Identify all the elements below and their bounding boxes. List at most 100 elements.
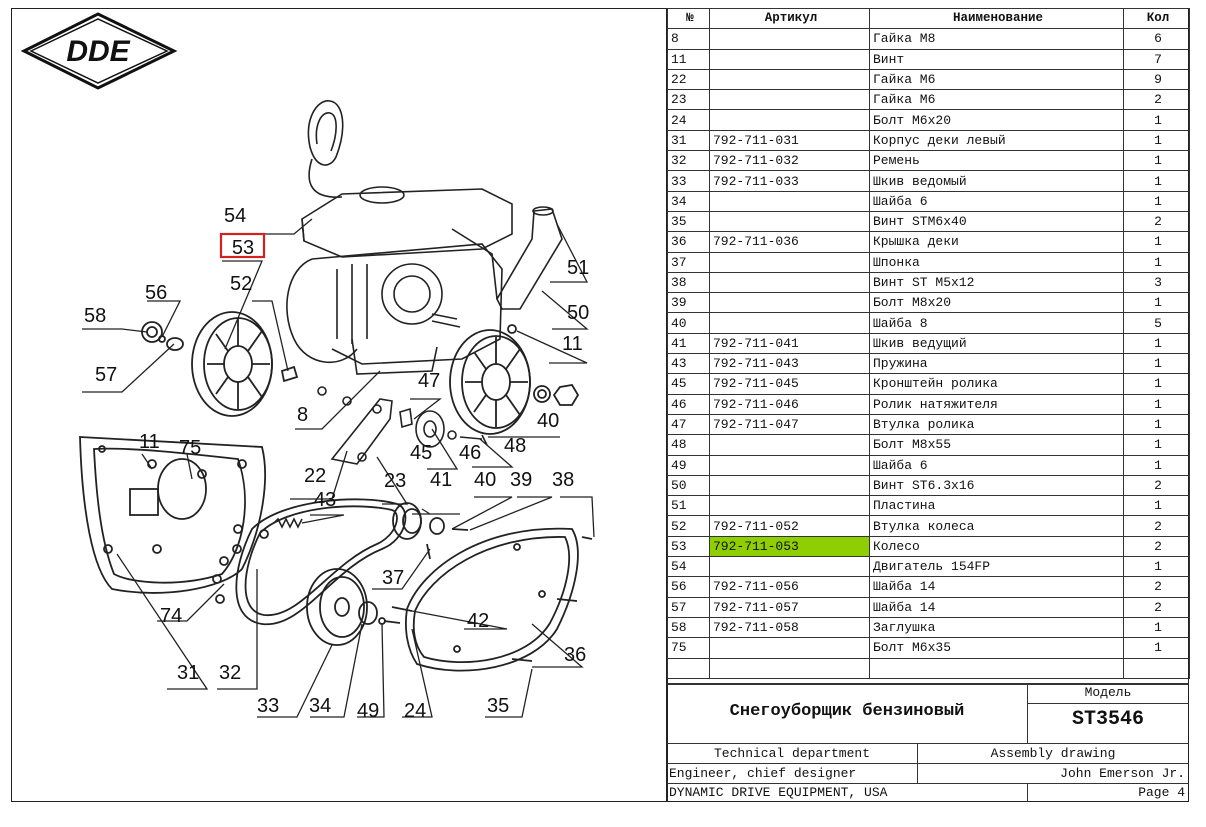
document-type: Assembly drawing (990, 746, 1116, 761)
callout-51: 51 (567, 257, 589, 279)
cell-name: Винт STM6х40 (869, 210, 1124, 233)
cell-article (709, 556, 870, 578)
cell-name: Шайба 8 (869, 312, 1124, 334)
callout-35: 35 (487, 695, 509, 717)
cell-name: Болт М6х20 (869, 109, 1124, 131)
callout-52: 52 (230, 273, 252, 295)
cell-qty: 2 (1123, 576, 1190, 598)
cell-article: 792-711-032 (709, 150, 870, 172)
cell-num: 32 (667, 150, 710, 172)
cell-num (667, 657, 710, 679)
cell-name: Гайка М6 (869, 89, 1124, 111)
cell-qty: 5 (1123, 312, 1190, 334)
callout-56: 56 (145, 282, 167, 304)
cell-article (709, 89, 870, 111)
cell-article (709, 210, 870, 233)
engine-drawing (286, 100, 513, 375)
cell-article: 792-711-058 (709, 616, 870, 639)
cell-num: 23 (667, 89, 710, 111)
cell-num: 41 (667, 332, 710, 355)
cell-article (709, 454, 870, 476)
cell-qty: 1 (1123, 332, 1190, 355)
cell-name: Крышка деки (869, 231, 1124, 253)
callout-40-upper: 40 (537, 410, 559, 432)
callout-46: 46 (459, 442, 481, 464)
cell-num: 31 (667, 129, 710, 152)
cell-name (869, 657, 1124, 679)
header-num: № (667, 7, 710, 30)
cell-article (709, 434, 870, 456)
cell-qty: 7 (1123, 48, 1190, 70)
left-wheel-drawing (141, 311, 299, 417)
cell-num: 11 (667, 48, 710, 70)
cell-name: Болт М8х20 (869, 292, 1124, 314)
cell-num: 57 (667, 596, 710, 618)
cell-num: 37 (667, 251, 710, 273)
cell-num: 49 (667, 454, 710, 476)
tensioner-drawing (317, 386, 488, 465)
cell-qty: 2 (1123, 515, 1190, 537)
frame-divider (666, 8, 668, 802)
cell-qty: 1 (1123, 292, 1190, 314)
cell-name: Заглушка (869, 616, 1124, 639)
cell-num: 47 (667, 413, 710, 436)
cell-num: 38 (667, 271, 710, 294)
leader-lines (82, 218, 595, 718)
cell-qty: 1 (1123, 413, 1190, 436)
cell-qty: 9 (1123, 68, 1190, 91)
cell-num: 36 (667, 231, 710, 253)
cell-article: 792-711-047 (709, 413, 870, 436)
callout-50: 50 (567, 302, 589, 324)
table-header-row: № Артикул Наименование Кол (667, 7, 1190, 30)
cell-name: Винт ST M5х12 (869, 271, 1124, 294)
callout-8: 8 (297, 404, 308, 426)
callout-highlight-box (219, 232, 266, 259)
cell-qty: 1 (1123, 251, 1190, 273)
cell-qty: 1 (1123, 150, 1190, 172)
cell-num: 50 (667, 474, 710, 497)
cell-article: 792-711-052 (709, 515, 870, 537)
cell-qty: 1 (1123, 129, 1190, 152)
cell-num: 22 (667, 68, 710, 91)
callout-34: 34 (309, 695, 331, 717)
cell-name: Пружина (869, 353, 1124, 375)
callout-22: 22 (304, 465, 326, 487)
cell-qty: 2 (1123, 596, 1190, 618)
cell-name: Кронштейн ролика (869, 373, 1124, 395)
cell-name: Шкив ведомый (869, 170, 1124, 192)
cell-qty: 1 (1123, 495, 1190, 517)
cell-num: 52 (667, 515, 710, 537)
callout-36: 36 (564, 644, 586, 666)
header-name: Наименование (869, 7, 1124, 30)
belt-pulley-drawing (235, 498, 469, 646)
callout-33: 33 (257, 695, 279, 717)
cell-qty: 1 (1123, 170, 1190, 192)
cell-num: 58 (667, 616, 710, 639)
cell-article (709, 28, 870, 50)
callout-43: 43 (314, 489, 336, 511)
cell-name: Винт (869, 48, 1124, 70)
cell-article (709, 271, 870, 294)
callout-38: 38 (552, 469, 574, 491)
cell-article (709, 292, 870, 314)
cell-num: 46 (667, 393, 710, 415)
cell-name: Гайка М8 (869, 28, 1124, 50)
